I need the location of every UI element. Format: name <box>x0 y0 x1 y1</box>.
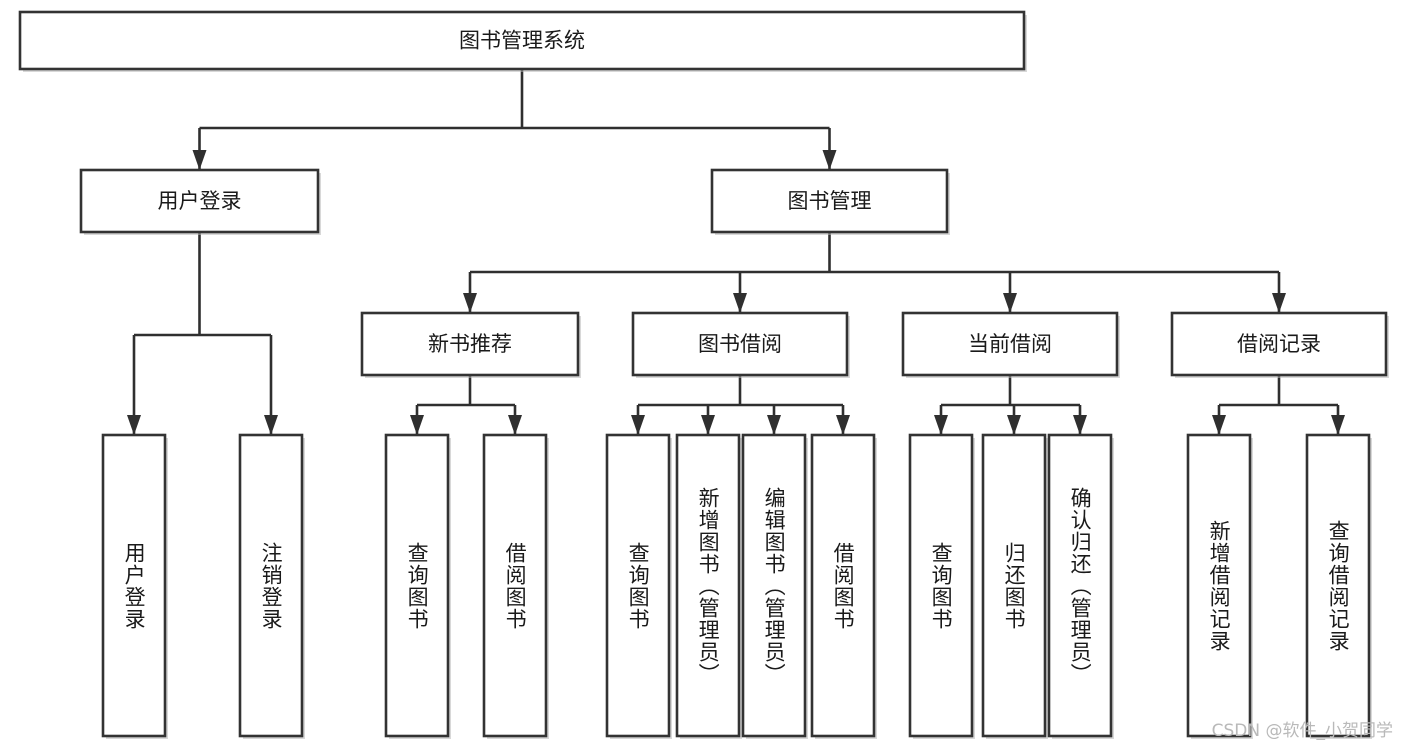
level1-node-box-1[interactable] <box>710 168 949 234</box>
level2-node-box-3[interactable] <box>1170 311 1388 377</box>
csdn-watermark: CSDN @软件_小贺同学 <box>1211 721 1393 741</box>
user-login-arrow-0 <box>127 415 141 435</box>
lv2-1-arrow-3 <box>836 415 850 435</box>
level2-node-label-3: 借阅记录 <box>1237 332 1321 356</box>
lv2-1-arrow-0 <box>631 415 645 435</box>
level2-node-label-1: 图书借阅 <box>698 332 782 356</box>
level1-node-label-0: 用户登录 <box>158 189 242 213</box>
leaf-node-box-用户登录-1[interactable] <box>238 433 304 738</box>
leaf-node-box-新书推荐-0[interactable] <box>384 433 450 738</box>
book-mgmt-arrow-3 <box>1272 293 1286 313</box>
leaf-node-box-图书借阅-2[interactable] <box>741 433 807 738</box>
root-arrow-1 <box>822 150 837 170</box>
level2-node-label-2: 当前借阅 <box>968 332 1052 356</box>
lv2-2-arrow-1 <box>1007 415 1021 435</box>
level1-node-label-1: 图书管理 <box>788 189 872 213</box>
level2-node-box-1[interactable] <box>631 311 849 377</box>
boxes-layer <box>18 10 1389 739</box>
lv2-3-arrow-0 <box>1212 415 1226 435</box>
leaf-node-box-新书推荐-1[interactable] <box>482 433 548 738</box>
leaf-node-box-用户登录-0[interactable] <box>101 433 167 738</box>
leaf-node-box-当前借阅-1[interactable] <box>981 433 1047 738</box>
leaf-node-box-借阅记录-1[interactable] <box>1305 433 1371 738</box>
book-mgmt-arrow-1 <box>733 293 747 313</box>
lv2-0-arrow-0 <box>410 415 424 435</box>
leaf-node-box-借阅记录-0[interactable] <box>1186 433 1252 738</box>
level2-node-box-0[interactable] <box>360 311 580 377</box>
level1-node-box-0[interactable] <box>79 168 320 234</box>
root-node-label: 图书管理系统 <box>459 29 585 53</box>
book-mgmt-arrow-2 <box>1003 293 1017 313</box>
lv2-1-arrow-2 <box>767 415 781 435</box>
level2-node-box-2[interactable] <box>901 311 1119 377</box>
leaf-node-box-图书借阅-3[interactable] <box>810 433 876 738</box>
lv2-2-arrow-0 <box>934 415 948 435</box>
lv2-3-arrow-1 <box>1331 415 1345 435</box>
lv2-1-arrow-1 <box>701 415 715 435</box>
lv2-0-arrow-1 <box>508 415 522 435</box>
leaf-node-box-图书借阅-0[interactable] <box>605 433 671 738</box>
level2-node-label-0: 新书推荐 <box>428 332 512 356</box>
user-login-arrow-1 <box>264 415 278 435</box>
leaf-node-box-图书借阅-1[interactable] <box>675 433 741 738</box>
leaf-node-box-当前借阅-0[interactable] <box>908 433 974 738</box>
connectors-layer <box>127 69 1345 435</box>
leaf-node-box-当前借阅-2[interactable] <box>1047 433 1113 738</box>
lv2-2-arrow-2 <box>1073 415 1087 435</box>
root-arrow-0 <box>192 150 207 170</box>
root-node-box[interactable] <box>18 10 1026 71</box>
book-mgmt-arrow-0 <box>463 293 477 313</box>
